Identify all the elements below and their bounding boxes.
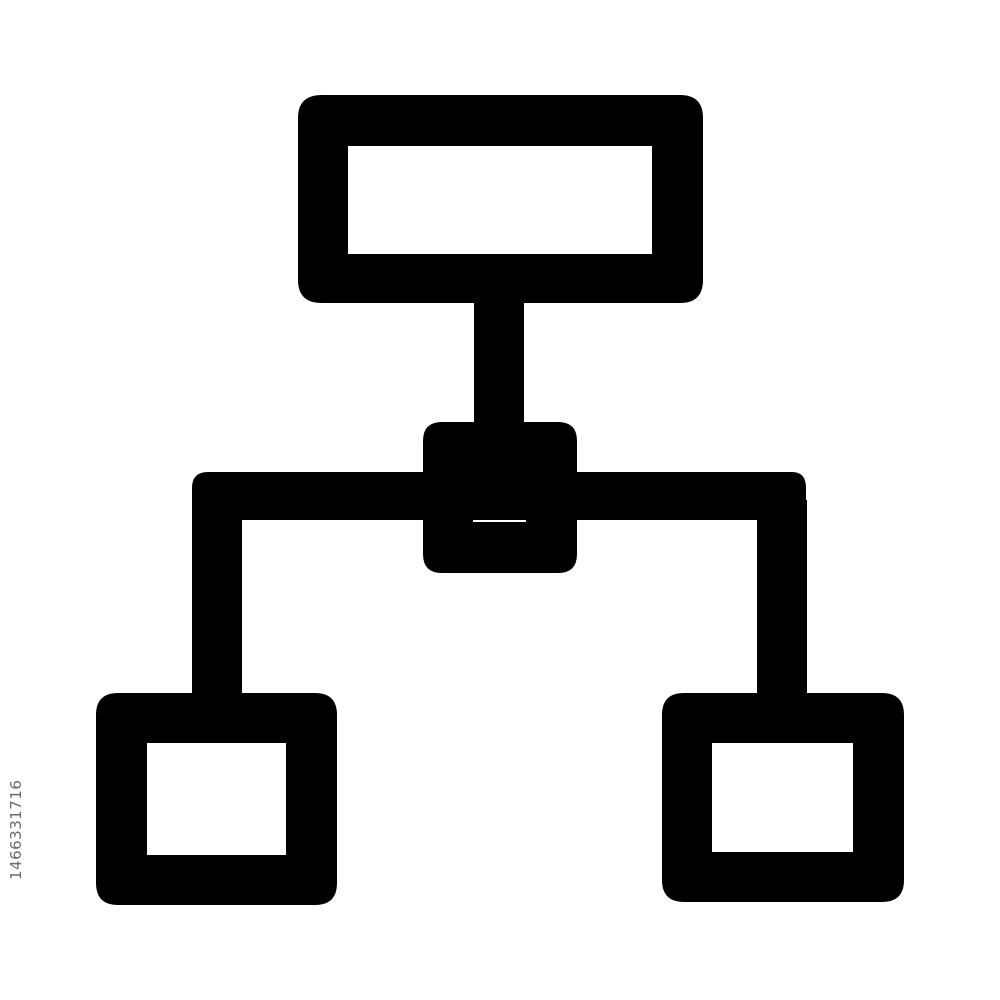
- bottom-left-node: [96, 693, 337, 905]
- center-node: [423, 422, 577, 573]
- top-node: [298, 95, 703, 303]
- bottom-right-node: [662, 693, 904, 902]
- connector-top-vertical: [474, 295, 524, 430]
- stock-id-label: 1466331716: [7, 779, 25, 880]
- connector-horizontal: [192, 472, 806, 520]
- connector-right-vertical: [757, 500, 807, 700]
- connector-left-vertical: [192, 500, 242, 700]
